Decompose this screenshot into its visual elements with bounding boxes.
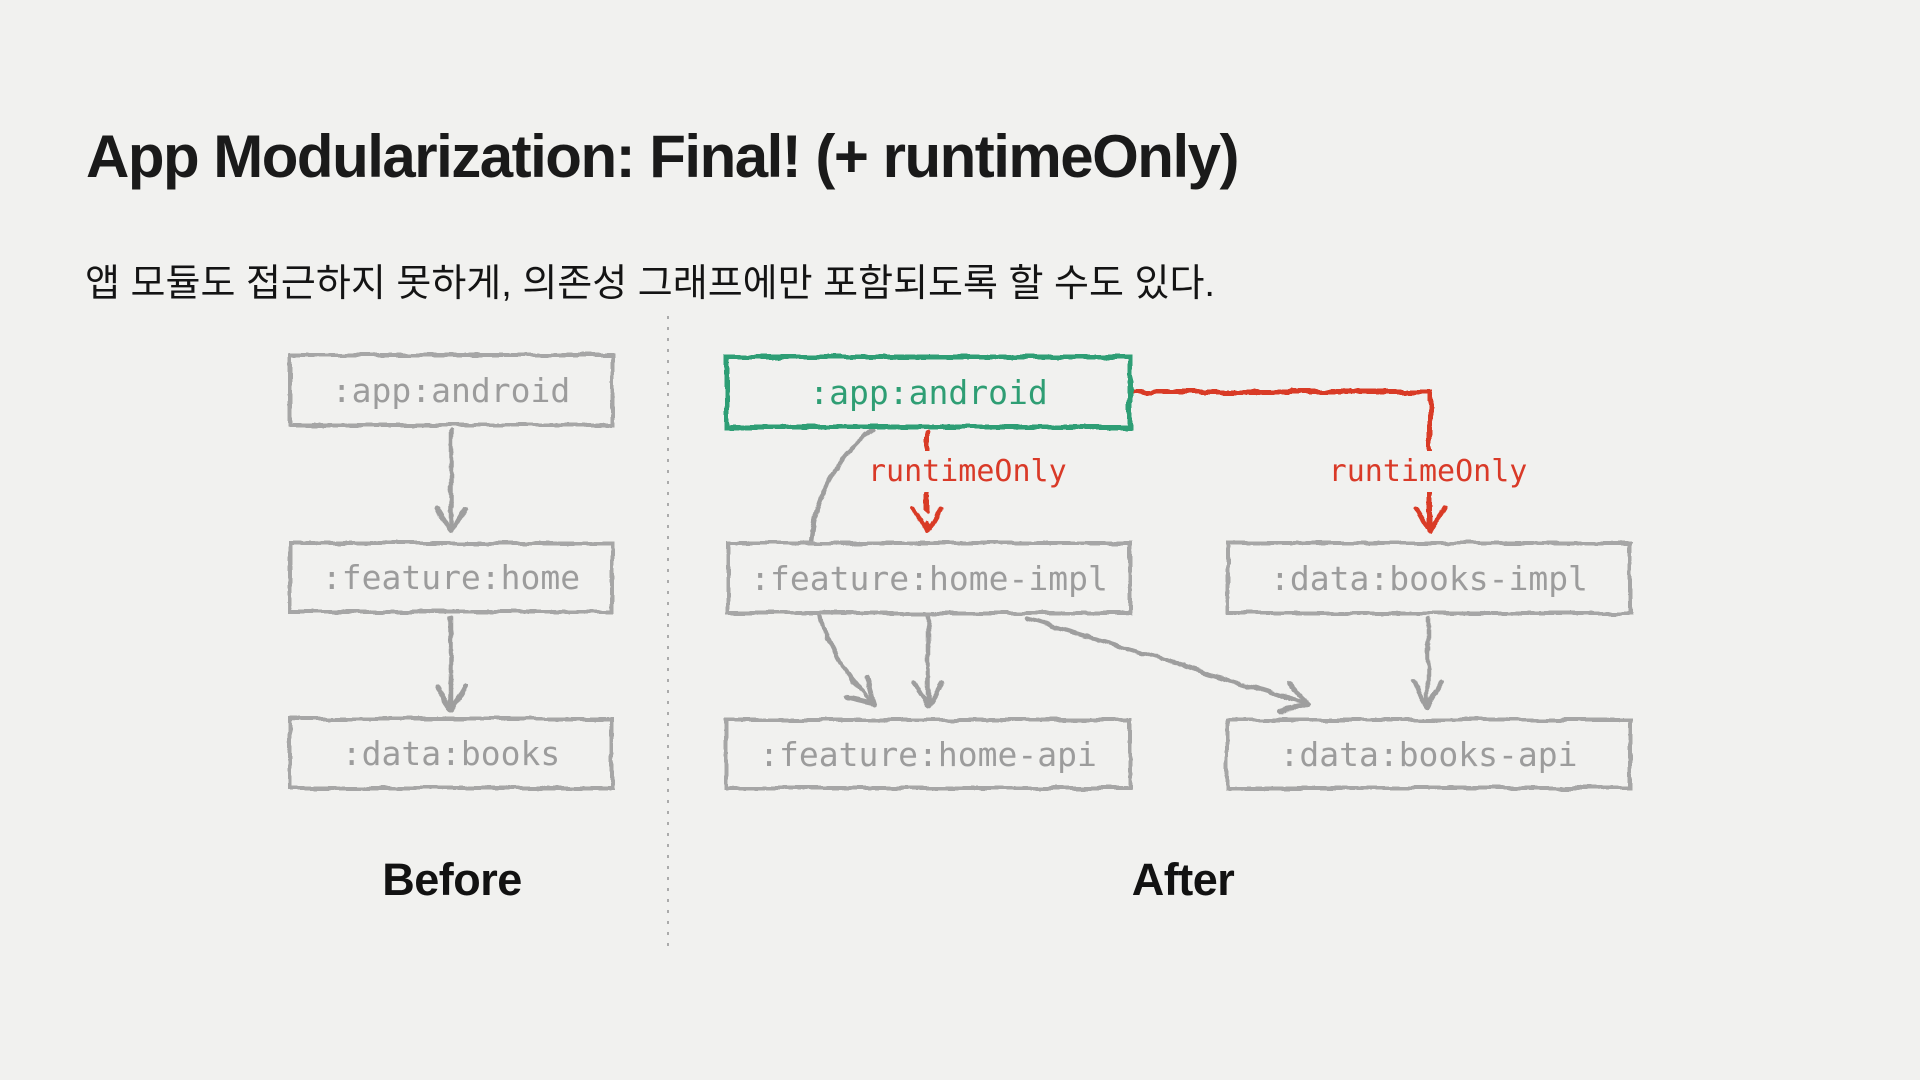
node-box-before-data-books bbox=[288, 717, 614, 790]
node-label-before-feature-home: :feature:home bbox=[321, 558, 581, 597]
after-label: After bbox=[1131, 854, 1235, 905]
node-box-after-app-android bbox=[724, 354, 1133, 430]
node-label-before-data-books: :data:books bbox=[341, 734, 561, 773]
node-label-after-app-android: :app:android bbox=[809, 372, 1048, 412]
node-label-data-books-impl: :data:books-impl bbox=[1270, 558, 1588, 598]
slide-subtitle: 앱 모듈도 접근하지 못하게, 의존성 그래프에만 포함되도록 할 수도 있다. bbox=[85, 263, 1215, 305]
node-box-data-books-api bbox=[1225, 718, 1632, 790]
node-box-feature-home-api bbox=[724, 718, 1132, 790]
arrow-home-impl-to-books-api bbox=[1025, 615, 1311, 713]
node-box-feature-home-impl bbox=[726, 541, 1132, 615]
node-label-before-app-android: :app:android bbox=[331, 370, 571, 410]
node-box-data-books-impl bbox=[1226, 541, 1632, 615]
node-label-feature-home-api: :feature:home-api bbox=[759, 734, 1097, 774]
runtime-only-label-right: runtimeOnly bbox=[1322, 451, 1534, 492]
node-box-before-feature-home bbox=[288, 541, 614, 614]
node-label-data-books-api: :data:books-api bbox=[1279, 734, 1578, 774]
before-after-divider bbox=[667, 316, 669, 948]
slide-title: App Modularization: Final! (+ runtimeOnl… bbox=[86, 123, 1239, 190]
runtime-only-label-left: runtimeOnly bbox=[862, 451, 1073, 492]
before-label: Before bbox=[382, 854, 522, 905]
node-label-feature-home-impl: :feature:home-impl bbox=[750, 558, 1108, 598]
node-box-before-app-android bbox=[288, 353, 614, 427]
